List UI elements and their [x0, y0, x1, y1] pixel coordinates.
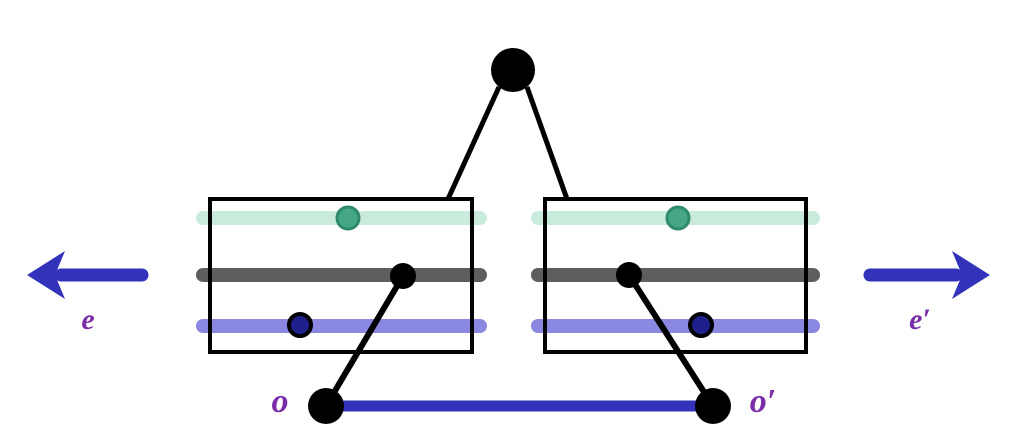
label-layer: o o′ e e′	[81, 303, 931, 420]
left-box	[208, 197, 474, 354]
black-dot-left	[390, 263, 416, 289]
observer-layer	[308, 388, 731, 424]
apex-to-left-box	[445, 85, 502, 201]
marker-layer	[287, 205, 714, 338]
green-dot-left	[335, 205, 361, 231]
arrow-right-label-e-prime: e′	[909, 303, 931, 336]
black-dot-right	[616, 262, 642, 288]
observer-o-prime-label: o′	[750, 383, 777, 420]
apex-layer	[491, 48, 535, 92]
apex-node	[491, 48, 535, 92]
apex-edge-layer	[445, 85, 570, 201]
observer-o-label: o	[272, 383, 289, 420]
navy-dot-left	[287, 312, 313, 338]
arrow-layer	[27, 251, 990, 299]
green-dot-right	[665, 205, 691, 231]
arrow-left-e-head	[27, 251, 65, 299]
connector-left-observer	[323, 274, 406, 408]
arrow-left-label-e: e	[81, 303, 94, 336]
navy-dot-right	[688, 312, 714, 338]
connector-right-observer	[626, 273, 716, 408]
observer-o-node	[308, 388, 344, 424]
observer-o-prime-node	[695, 388, 731, 424]
arrow-right-e-prime-head	[952, 251, 990, 299]
observer-connector-layer	[323, 273, 716, 408]
apex-to-right-box	[524, 86, 570, 200]
